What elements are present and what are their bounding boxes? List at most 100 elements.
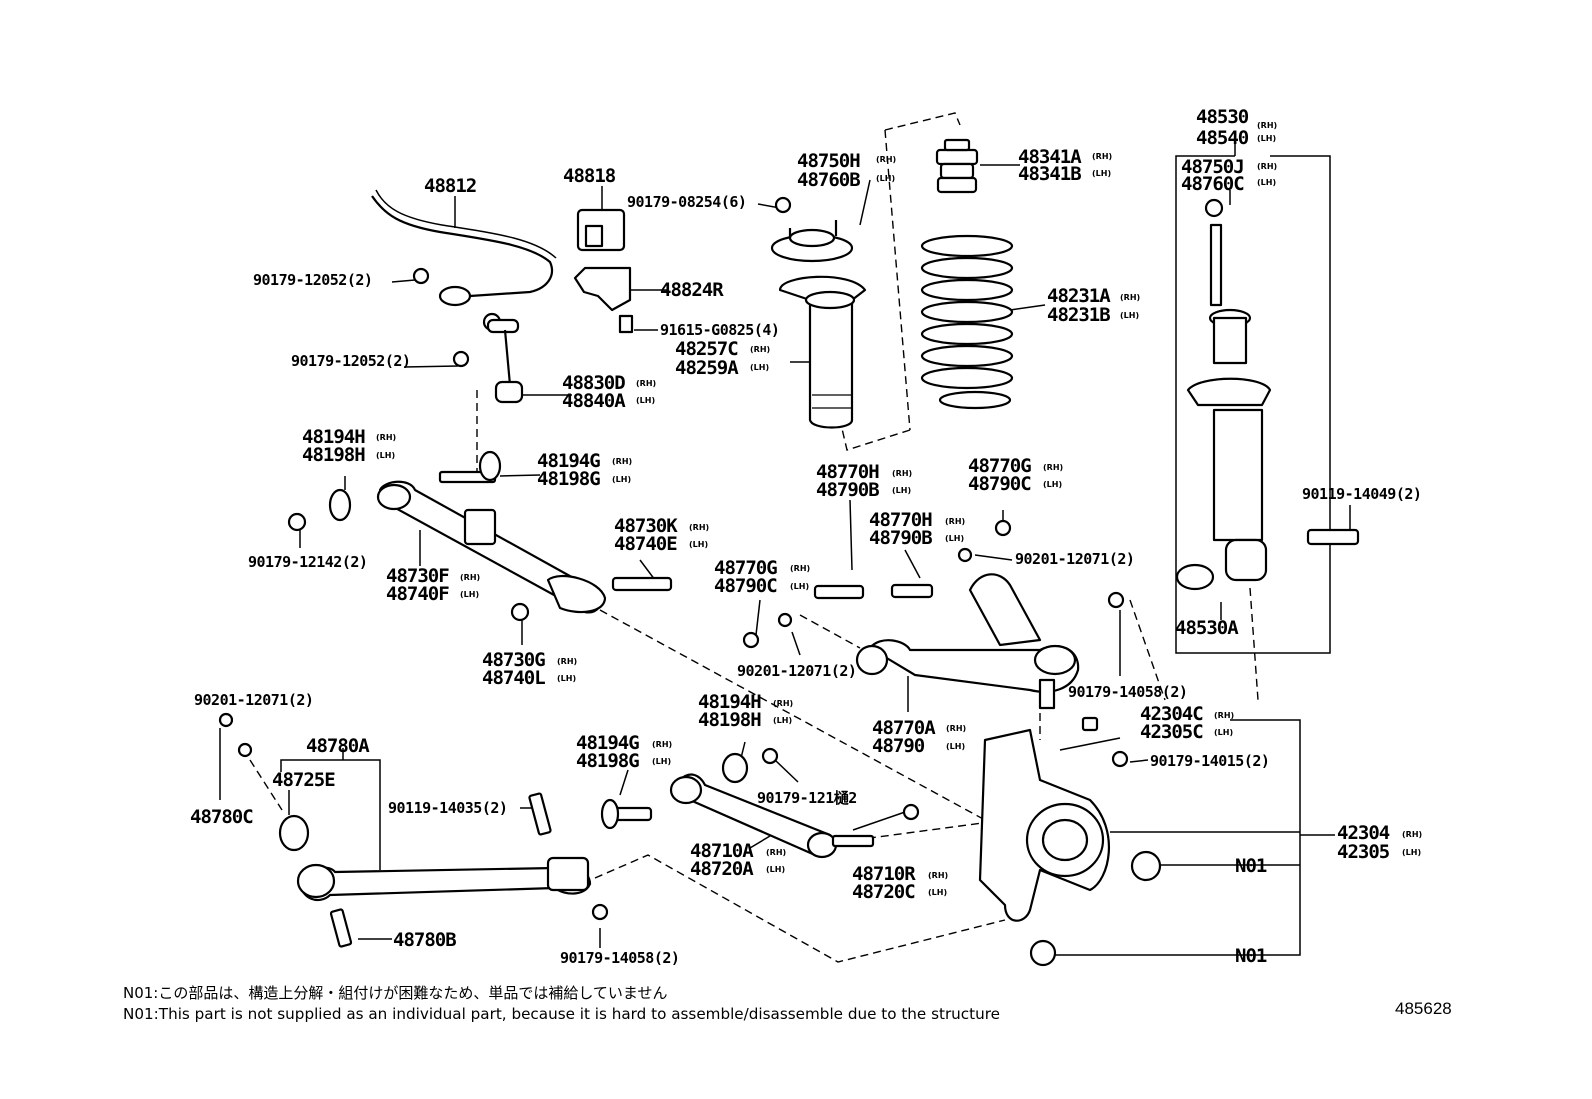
- svg-text:(RH): (RH): [689, 523, 709, 532]
- note-english: N01:This part is not supplied as an indi…: [123, 1005, 1000, 1023]
- stabilizer-bushing: [573, 208, 632, 312]
- label-48830D: 48830D: [562, 372, 625, 394]
- label-48740E: 48740E: [614, 533, 677, 555]
- label-48790B-b: 48790B: [869, 527, 932, 549]
- label-48824R: 48824R: [660, 279, 724, 301]
- label-90179-14058-a: 90179-14058(2): [1068, 683, 1187, 701]
- label-90179-14015: 90179-14015(2): [1150, 752, 1269, 770]
- dashed-assembly-lines: [249, 112, 1259, 963]
- svg-text:(LH): (LH): [1257, 134, 1276, 143]
- svg-text:(RH): (RH): [636, 379, 656, 388]
- label-N01-a: N01: [1235, 855, 1267, 877]
- label-42305: 42305: [1337, 841, 1390, 863]
- label-48740L: 48740L: [482, 667, 545, 689]
- svg-text:(LH): (LH): [766, 865, 785, 874]
- label-48530A: 48530A: [1175, 617, 1239, 639]
- svg-text:(RH): (RH): [1257, 162, 1277, 171]
- svg-text:(LH): (LH): [790, 582, 809, 591]
- label-48840A: 48840A: [562, 390, 626, 412]
- label-48198G-b: 48198G: [576, 750, 639, 772]
- label-48770A: 48770A: [872, 717, 936, 739]
- label-91615-G0825: 91615-G0825(4): [660, 321, 779, 339]
- label-48198H-a: 48198H: [302, 444, 365, 466]
- label-48194H-b: 48194H: [698, 691, 761, 713]
- svg-text:(LH): (LH): [652, 757, 671, 766]
- label-48740F: 48740F: [386, 583, 449, 605]
- svg-text:(LH): (LH): [689, 540, 708, 549]
- upper-mount-bumper: [935, 138, 979, 194]
- label-48760C: 48760C: [1181, 173, 1244, 195]
- svg-text:(LH): (LH): [892, 486, 911, 495]
- label-48780C: 48780C: [190, 806, 253, 828]
- label-90179-12052-b: 90179-12052(2): [291, 352, 410, 370]
- label-48730G: 48730G: [482, 649, 545, 671]
- svg-text:(LH): (LH): [946, 742, 965, 751]
- svg-text:(RH): (RH): [876, 155, 896, 164]
- label-N01-b: N01: [1235, 945, 1267, 967]
- label-48231A: 48231A: [1047, 285, 1111, 307]
- label-90179-12052-a: 90179-12052(2): [253, 271, 372, 289]
- label-48259A: 48259A: [675, 357, 739, 379]
- label-48770G-b: 48770G: [714, 557, 777, 579]
- label-42304C: 42304C: [1140, 703, 1203, 725]
- label-48530: 48530: [1196, 106, 1249, 128]
- label-48194G-a: 48194G: [537, 450, 600, 472]
- strut-mount: [770, 220, 854, 263]
- svg-text:(RH): (RH): [612, 457, 632, 466]
- svg-text:(LH): (LH): [636, 396, 655, 405]
- svg-text:(LH): (LH): [557, 674, 576, 683]
- svg-text:(LH): (LH): [750, 363, 769, 372]
- label-48750J: 48750J: [1181, 156, 1244, 178]
- label-48760B: 48760B: [797, 169, 860, 191]
- svg-text:(LH): (LH): [376, 451, 395, 460]
- label-48780B: 48780B: [393, 929, 456, 951]
- svg-text:(LH): (LH): [1402, 848, 1421, 857]
- label-90119-14035: 90119-14035(2): [388, 799, 507, 817]
- label-48198G-a: 48198G: [537, 468, 600, 490]
- figure-number: 485628: [1395, 999, 1452, 1018]
- trailing-arm-upper: [328, 450, 673, 614]
- label-48730F: 48730F: [386, 565, 449, 587]
- dust-boot: [778, 275, 867, 429]
- label-48231B: 48231B: [1047, 304, 1110, 326]
- svg-text:(RH): (RH): [557, 657, 577, 666]
- label-48540: 48540: [1196, 127, 1249, 149]
- label-48198H-b: 48198H: [698, 709, 761, 731]
- label-48790B-a: 48790B: [816, 479, 879, 501]
- svg-text:(RH): (RH): [376, 433, 396, 442]
- label-48194G-b: 48194G: [576, 732, 639, 754]
- part-labels: 48812 48818 90179-08254(6) 48750H (RH) 4…: [190, 106, 1422, 967]
- label-90201-12071-a: 90201-12071(2): [1015, 550, 1134, 568]
- lateral-links: [600, 752, 875, 859]
- svg-text:(RH): (RH): [766, 848, 786, 857]
- label-48790C-a: 48790C: [968, 473, 1031, 495]
- svg-text:(RH): (RH): [1043, 463, 1063, 472]
- shock-absorber: [1175, 198, 1360, 591]
- label-90179-121x: 90179-121樋2: [757, 789, 857, 807]
- nuts: [218, 196, 1129, 921]
- svg-text:(RH): (RH): [790, 564, 810, 573]
- label-48720C: 48720C: [852, 881, 915, 903]
- label-48720A: 48720A: [690, 858, 754, 880]
- label-48780A: 48780A: [306, 735, 370, 757]
- svg-text:(RH): (RH): [946, 724, 966, 733]
- svg-text:(LH): (LH): [928, 888, 947, 897]
- svg-text:(LH): (LH): [612, 475, 631, 484]
- label-90179-08254: 90179-08254(6): [627, 193, 746, 211]
- svg-text:(LH): (LH): [460, 590, 479, 599]
- svg-text:(RH): (RH): [1120, 293, 1140, 302]
- svg-text:(RH): (RH): [928, 871, 948, 880]
- label-48770H-b: 48770H: [869, 509, 932, 531]
- svg-text:(LH): (LH): [1214, 728, 1233, 737]
- label-42304: 42304: [1337, 822, 1390, 844]
- svg-text:(LH): (LH): [1043, 480, 1062, 489]
- label-48257C: 48257C: [675, 338, 738, 360]
- svg-text:(LH): (LH): [876, 174, 895, 183]
- label-42305C: 42305C: [1140, 721, 1203, 743]
- label-48770H-a: 48770H: [816, 461, 879, 483]
- label-90201-12071-b: 90201-12071(2): [737, 662, 856, 680]
- svg-text:(LH): (LH): [945, 534, 964, 543]
- svg-text:(LH): (LH): [1257, 178, 1276, 187]
- note-japanese: N01:この部品は、構造上分解・組付けが困難なため、単品では補給していません: [123, 984, 667, 1002]
